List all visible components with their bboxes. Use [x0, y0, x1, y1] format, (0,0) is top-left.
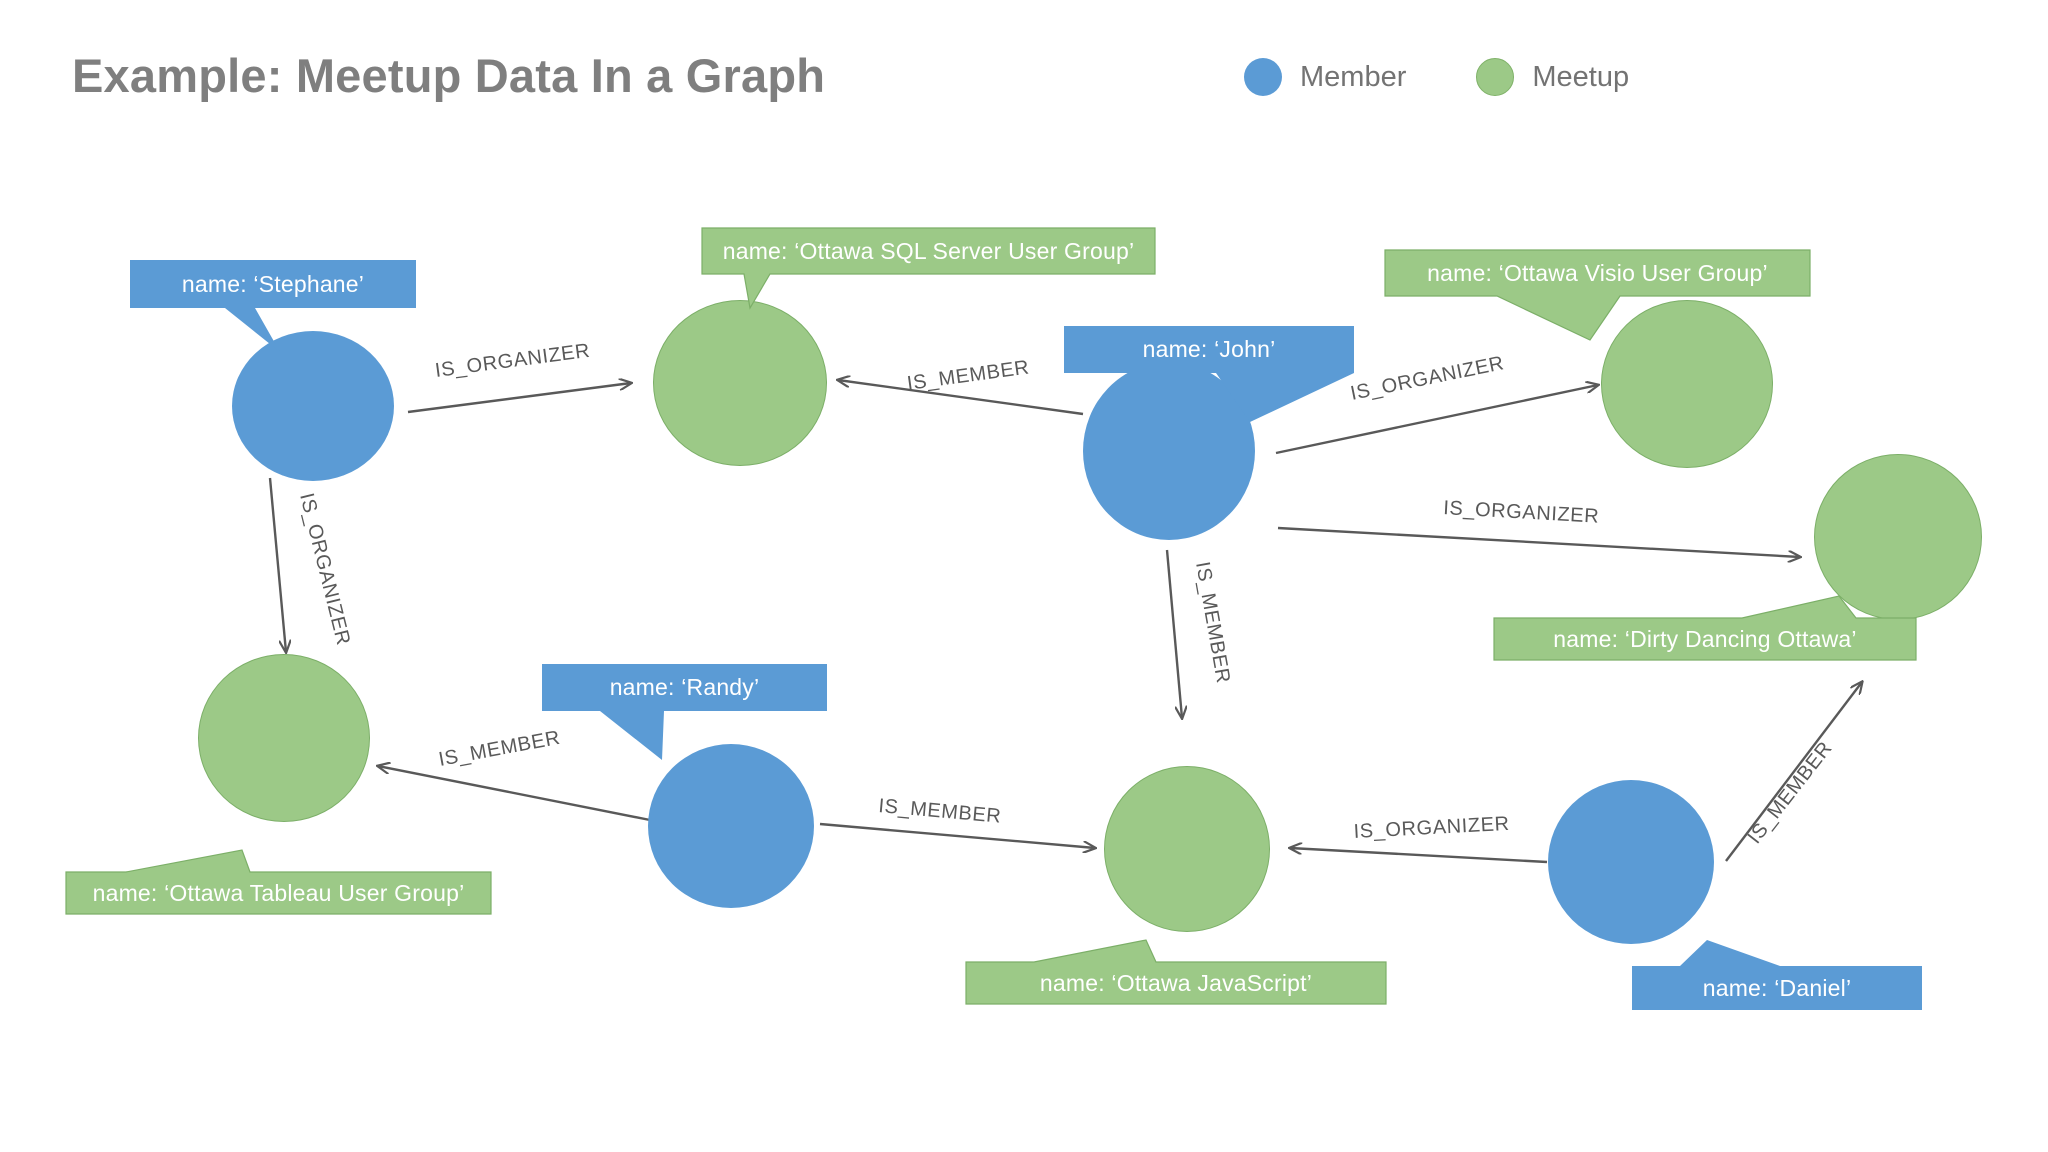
callout-shape [965, 939, 1387, 1005]
edge-stephane-is-organizer-sqlserver: IS_ORGANIZER [407, 340, 631, 414]
edge-label: IS_MEMBER [1191, 560, 1234, 685]
edge-label: IS_ORGANIZER [434, 340, 592, 382]
page-title: Example: Meetup Data In a Graph [72, 49, 826, 102]
callout-label: name: ‘Stephane’ [181, 270, 365, 297]
edge-label: IS_ORGANIZER [1349, 352, 1506, 405]
edge-john-is-member-javascript: IS_MEMBER [1165, 549, 1234, 718]
edge-john-is-member-sqlserver: IS_MEMBER [838, 356, 1084, 416]
callout-shape [1493, 595, 1917, 661]
node-meetup-visio[interactable] [1601, 300, 1773, 468]
edge-label: IS_ORGANIZER [1353, 813, 1510, 843]
edge-label: IS_MEMBER [1744, 737, 1837, 848]
callout-shape [130, 260, 416, 352]
edge-john-is-organizer-dirtydancing: IS_ORGANIZER [1277, 497, 1800, 557]
legend-label-meetup: Meetup [1532, 60, 1630, 93]
edge-label: IS_MEMBER [878, 795, 1003, 828]
callout-label: name: ‘Randy’ [609, 674, 760, 700]
callout-label: name: ‘Dirty Dancing Ottawa’ [1553, 625, 1857, 652]
node-meetup-tableau[interactable] [198, 654, 370, 822]
callout-shape [65, 849, 492, 915]
legend-item-meetup: Meetup [1476, 58, 1629, 96]
node-meetup-javascript[interactable] [1104, 766, 1270, 932]
callout-dirtydancing[interactable]: name: ‘Dirty Dancing Ottawa’ [1493, 595, 1917, 661]
node-member-john[interactable] [1083, 362, 1255, 540]
callout-john[interactable]: name: ‘John’ [1064, 326, 1354, 422]
callout-label: name: ‘John’ [1142, 336, 1276, 362]
member-node-icon [1244, 58, 1282, 96]
node-meetup-dirtydancing[interactable] [1814, 454, 1982, 620]
callout-label: name: ‘Ottawa Visio User Group’ [1427, 259, 1768, 286]
callout-tableau[interactable]: name: ‘Ottawa Tableau User Group’ [65, 849, 492, 915]
edge-daniel-is-member-dirtydancing: IS_MEMBER [1725, 682, 1862, 862]
node-meetup-sqlserver[interactable] [653, 300, 827, 466]
callout-javascript[interactable]: name: ‘Ottawa JavaScript’ [965, 939, 1387, 1005]
edge-randy-is-member-javascript: IS_MEMBER [819, 795, 1095, 848]
edge-stephane-is-organizer-tableau: IS_ORGANIZER [268, 477, 354, 652]
edge-label: IS_ORGANIZER [1443, 497, 1600, 528]
callout-shape [542, 664, 827, 760]
callout-shape [1632, 940, 1922, 1010]
callout-label: name: ‘Ottawa Tableau User Group’ [92, 879, 465, 906]
node-member-stephane[interactable] [232, 331, 394, 481]
callout-label: name: ‘Ottawa JavaScript’ [1039, 969, 1313, 996]
callout-sqlserver[interactable]: name: ‘Ottawa SQL Server User Group’ [701, 227, 1156, 310]
node-member-daniel[interactable] [1548, 780, 1714, 944]
node-member-randy[interactable] [648, 744, 814, 908]
callout-shape [701, 227, 1156, 310]
callout-shape [1064, 326, 1354, 422]
callout-daniel[interactable]: name: ‘Daniel’ [1632, 940, 1922, 1010]
edge-label: IS_ORGANIZER [295, 491, 354, 648]
callout-label: name: ‘Daniel’ [1702, 974, 1852, 1001]
callout-stephane[interactable]: name: ‘Stephane’ [130, 260, 416, 352]
edge-label: IS_MEMBER [906, 356, 1031, 395]
edge-daniel-is-organizer-javascript: IS_ORGANIZER [1290, 813, 1548, 864]
legend-item-member: Member [1244, 58, 1406, 96]
legend-label-member: Member [1300, 60, 1407, 93]
legend: Member Meetup [1244, 58, 1699, 96]
callout-shape [1384, 249, 1811, 341]
callout-label: name: ‘Ottawa SQL Server User Group’ [722, 237, 1135, 264]
callout-randy[interactable]: name: ‘Randy’ [542, 664, 827, 760]
callout-visio[interactable]: name: ‘Ottawa Visio User Group’ [1384, 249, 1811, 341]
meetup-node-icon [1476, 58, 1515, 96]
